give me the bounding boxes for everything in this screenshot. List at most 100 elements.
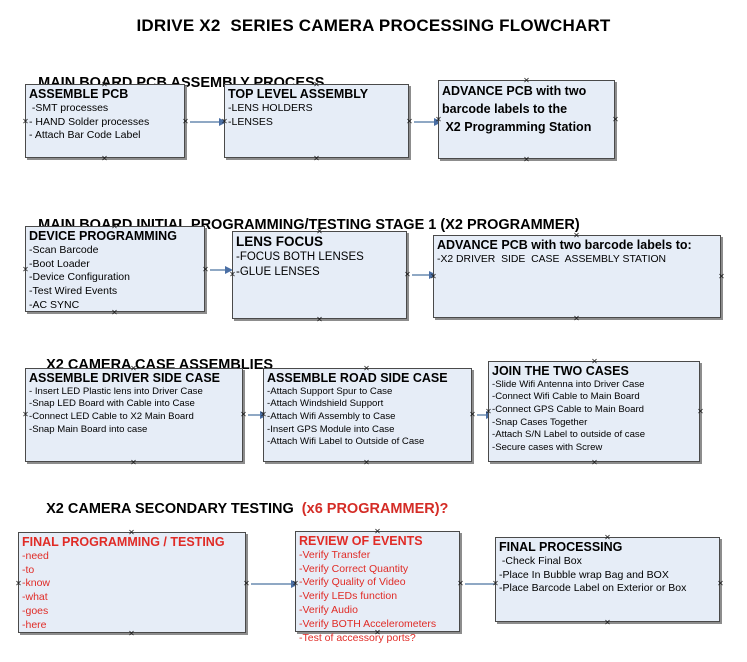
box-line-overflow: -Test of accessory ports?	[299, 631, 416, 644]
handle-bottom[interactable]	[363, 459, 370, 466]
box-line: -Verify LEDs function	[299, 590, 398, 603]
box-line: -Verify Quality of Video	[299, 576, 406, 589]
box-line: -here	[22, 619, 47, 632]
box-title: REVIEW OF EVENTS	[299, 534, 423, 548]
handle-top[interactable]	[316, 228, 323, 235]
handle-top[interactable]	[363, 365, 370, 372]
box-review-of-events[interactable]: REVIEW OF EVENTS -Verify Transfer -Verif…	[295, 531, 460, 644]
box-line: -Device Configuration	[29, 271, 130, 284]
box-line: -Verify Correct Quantity	[299, 562, 409, 575]
handle-top[interactable]	[591, 358, 598, 365]
handle-right[interactable]	[697, 408, 704, 415]
box-line: -Connect Wifi Cable to Main Board	[492, 391, 640, 403]
box-title: ASSEMBLE PCB	[29, 87, 129, 101]
handle-left[interactable]	[15, 580, 22, 587]
handle-left[interactable]	[22, 266, 29, 273]
handle-right[interactable]	[457, 580, 464, 587]
box-line: -Verify Transfer	[299, 548, 371, 561]
box-line: -Verify BOTH Accelerometers	[299, 618, 437, 631]
handle-left[interactable]	[435, 116, 442, 123]
handle-right[interactable]	[469, 411, 476, 418]
box-line: -Attach Windshield Support	[267, 398, 384, 410]
handle-left[interactable]	[22, 118, 29, 125]
box-title: ASSEMBLE DRIVER SIDE CASE	[29, 371, 221, 385]
handle-right[interactable]	[612, 116, 619, 123]
box-line: -Snap Cases Together	[492, 416, 588, 428]
handle-bottom[interactable]	[604, 619, 611, 626]
handle-left[interactable]	[292, 580, 299, 587]
box-line: -goes	[22, 605, 49, 618]
connector-final-programming-to-review-of-events	[251, 580, 299, 588]
box-advance-pcb-to-driver-side-case-assembly[interactable]: ADVANCE PCB with two barcode labels to: …	[433, 235, 721, 318]
handle-top[interactable]	[111, 223, 118, 230]
handle-top[interactable]	[128, 529, 135, 536]
box-assemble-road-side-case[interactable]: ASSEMBLE ROAD SIDE CASE -Attach Support …	[263, 368, 472, 462]
box-line: -Connect GPS Cable to Main Board	[492, 404, 644, 416]
box-lens-focus[interactable]: LENS FOCUS -FOCUS BOTH LENSES -GLUE LENS…	[232, 231, 407, 319]
handle-right[interactable]	[240, 411, 247, 418]
box-line: -Snap Main Board into case	[29, 423, 148, 435]
box-line: -Secure cases with Screw	[492, 442, 603, 454]
handle-left[interactable]	[430, 273, 437, 280]
box-final-programming-testing[interactable]: FINAL PROGRAMMING / TESTING -need -to -k…	[18, 532, 246, 633]
handle-bottom[interactable]	[591, 459, 598, 466]
handle-bottom[interactable]	[101, 155, 108, 162]
handle-left[interactable]	[229, 271, 236, 278]
handle-bottom[interactable]	[573, 315, 580, 322]
handle-left[interactable]	[492, 580, 499, 587]
box-line: -Attach Wifi Assembly to Case	[267, 411, 396, 423]
box-line: -what	[22, 591, 48, 604]
box-line: -X2 DRIVER SIDE CASE ASSEMBLY STATION	[437, 253, 667, 265]
box-device-programming[interactable]: DEVICE PROGRAMMING -Scan Barcode -Boot L…	[25, 226, 205, 312]
handle-right[interactable]	[202, 266, 209, 273]
handle-bottom[interactable]	[128, 630, 135, 637]
box-title: FINAL PROGRAMMING / TESTING	[22, 535, 225, 549]
handle-bottom[interactable]	[313, 155, 320, 162]
handle-bottom[interactable]	[374, 629, 381, 636]
box-assemble-pcb[interactable]: ASSEMBLE PCB -SMT processes - HAND Solde…	[25, 84, 185, 158]
handle-right[interactable]	[182, 118, 189, 125]
handle-bottom[interactable]	[130, 459, 137, 466]
handle-top[interactable]	[130, 365, 137, 372]
box-final-processing[interactable]: FINAL PROCESSING -Check Final Box -Place…	[495, 537, 720, 622]
handle-top[interactable]	[101, 81, 108, 88]
box-line: -Verify Audio	[299, 604, 358, 617]
handle-top[interactable]	[604, 534, 611, 541]
handle-top[interactable]	[523, 77, 530, 84]
handle-left[interactable]	[485, 408, 492, 415]
box-line: -Place Barcode Label on Exterior or Box	[499, 582, 687, 595]
handle-right[interactable]	[406, 118, 413, 125]
box-line: -Check Final Box	[499, 554, 582, 567]
box-join-the-two-cases[interactable]: JOIN THE TWO CASES -Slide Wifi Antenna i…	[488, 361, 700, 462]
box-line: -SMT processes	[29, 101, 109, 114]
box-top-level-assembly[interactable]: TOP LEVEL ASSEMBLY -LENS HOLDERS -LENSES	[224, 84, 409, 158]
handle-right[interactable]	[404, 271, 411, 278]
box-title: DEVICE PROGRAMMING	[29, 229, 177, 243]
handle-left[interactable]	[221, 118, 228, 125]
box-line: -Place In Bubble wrap Bag and BOX	[499, 568, 669, 581]
box-advance-pcb-to-x2-programming-station[interactable]: ADVANCE PCB with two barcode labels to t…	[438, 80, 615, 159]
box-line: -Connect LED Cable to X2 Main Board	[29, 411, 194, 423]
handle-bottom[interactable]	[111, 309, 118, 316]
handle-top[interactable]	[313, 81, 320, 88]
box-line: -LENS HOLDERS	[228, 101, 313, 114]
handle-bottom[interactable]	[316, 316, 323, 323]
box-assemble-driver-side-case[interactable]: ASSEMBLE DRIVER SIDE CASE - Insert LED P…	[25, 368, 243, 462]
handle-right[interactable]	[717, 580, 724, 587]
handle-right[interactable]	[718, 273, 725, 280]
box-title: JOIN THE TWO CASES	[492, 364, 629, 378]
box-line: -AC SYNC	[29, 299, 80, 312]
box-title: ASSEMBLE ROAD SIDE CASE	[267, 371, 448, 385]
handle-top[interactable]	[573, 232, 580, 239]
box-title: ADVANCE PCB with two barcode labels to t…	[442, 84, 592, 134]
handle-left[interactable]	[22, 411, 29, 418]
section-heading-accent: (x6 PROGRAMMER)?	[301, 501, 449, 517]
handle-bottom[interactable]	[523, 156, 530, 163]
handle-left[interactable]	[260, 411, 267, 418]
connector-lens-focus-to-advance-pcb-driver-side	[412, 271, 437, 279]
box-line: -Boot Loader	[29, 257, 90, 270]
box-line: -Scan Barcode	[29, 243, 99, 256]
handle-right[interactable]	[243, 580, 250, 587]
handle-top[interactable]	[374, 528, 381, 535]
